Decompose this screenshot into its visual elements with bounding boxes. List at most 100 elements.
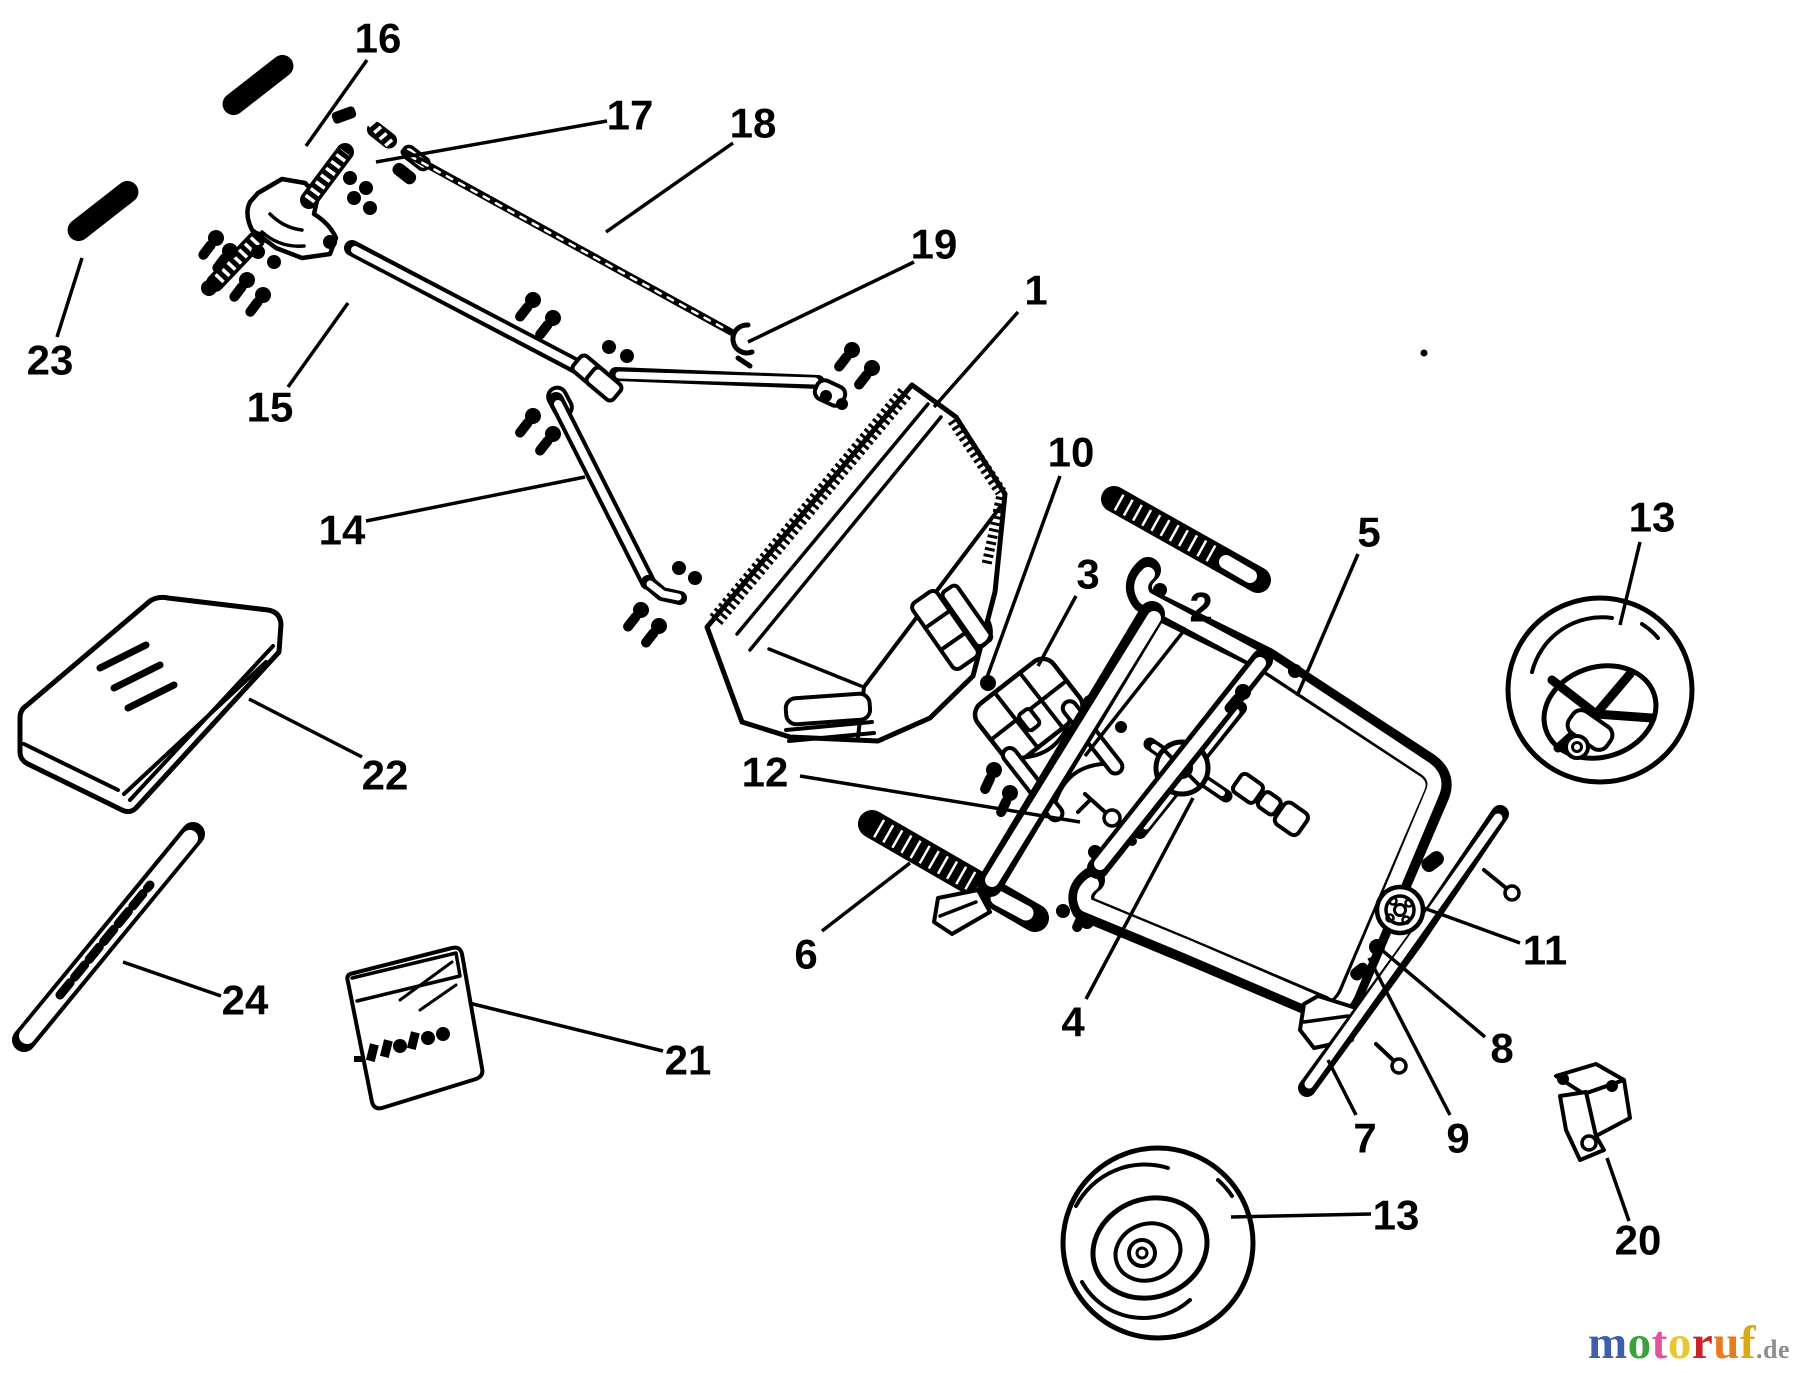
guard-blade-upper [1101,486,1271,593]
watermark-letter: u [1713,1317,1740,1369]
watermark-letter: t [1651,1317,1668,1369]
screw [829,338,864,376]
leader-line-13-right-wheel [1618,541,1642,626]
callout-13-front-wheel: 13 [1373,1192,1420,1239]
leader-line-21 [468,1001,664,1053]
screw [636,614,671,652]
watermark-letter: f [1739,1317,1756,1369]
control-rod [400,148,755,369]
hopper-handle-slot [783,691,873,727]
spacer [1350,962,1370,981]
leader-line-20 [1605,1157,1631,1222]
leader-line-16 [304,58,369,148]
callout-13-right-wheel: 13 [1629,494,1676,541]
callout-19: 19 [911,221,958,268]
callout-24: 24 [222,977,269,1024]
callout-23: 23 [27,337,74,384]
grip-left [67,180,139,242]
rod-hook [730,322,755,356]
callout-16: 16 [355,15,402,62]
screw [991,782,1021,820]
callout-3: 3 [1076,551,1099,598]
grip-top [222,54,294,116]
leader-line-18 [604,141,735,234]
leader-line-15 [286,301,350,389]
hopper-rim-hatch [707,387,912,628]
cover-hatch-marks [96,641,178,712]
leader-line-9 [1367,957,1452,1116]
screw [975,759,1005,797]
leader-line-23 [55,257,84,338]
watermark-letter: r [1691,1317,1714,1369]
wheel-front [1060,1145,1256,1341]
leader-line-10 [984,475,1062,681]
spring-upper [300,143,354,209]
screw [510,288,545,326]
leader-line-1 [932,310,1020,409]
upper-handle-tube [546,385,687,605]
callout-4: 4 [1061,999,1085,1046]
leader-line-4 [1084,797,1195,1000]
handle-grips [67,54,294,242]
callout-6: 6 [794,931,817,978]
cover [17,594,284,815]
watermark-letter: m [1588,1317,1628,1369]
leader-line-7 [1326,1059,1358,1116]
hex-nuts [602,340,702,585]
leader-line-24 [122,960,222,998]
decal-strip [12,822,205,1052]
callout-5: 5 [1357,509,1380,556]
callout-21: 21 [665,1037,712,1084]
hex-nut [1369,939,1385,955]
watermark-letter: o [1627,1317,1652,1369]
callout-12: 12 [742,749,789,796]
leader-line-11 [1420,905,1521,945]
screw [618,598,653,636]
leader-line-5 [1295,553,1360,697]
sprocket [1350,851,1444,981]
lower-handle-tube [344,240,624,403]
callout-15: 15 [247,384,294,431]
callout-11: 11 [1523,927,1567,974]
watermark-suffix: .de [1756,1335,1790,1364]
callout-17: 17 [607,92,654,139]
caster-bracket [1554,1062,1632,1162]
support-tube [1298,805,1521,1097]
bag-print [354,1027,450,1062]
screw [510,404,545,442]
hex-nuts [251,171,377,269]
leader-line-19 [747,260,915,344]
screw [849,356,884,394]
leader-line-2 [1083,626,1188,758]
callout-22: 22 [362,752,409,799]
callout-14: 14 [319,507,366,554]
callout-20: 20 [1615,1217,1662,1264]
guard-blade-lower [858,810,1049,932]
spring-left [201,231,265,296]
callout-18: 18 [730,100,777,147]
handle-hardware [510,288,884,652]
watermark-logo[interactable]: motoruf.de [1588,1320,1790,1367]
hopper-gate [910,583,994,672]
callout-7: 7 [1353,1115,1376,1162]
callout-2: 2 [1189,584,1212,631]
leader-line-17 [375,119,608,164]
screw [530,422,565,460]
cotter-clip [1076,792,1122,828]
watermark-letters: motoruf [1588,1317,1756,1369]
frame-foot-left [932,888,992,936]
frame-bolts [1056,583,1302,918]
hopper [704,382,1008,744]
callout-8: 8 [1490,1025,1513,1072]
leader-line-22 [248,697,363,759]
frame [932,557,1452,1050]
leader-line-14 [365,475,586,523]
callout-9: 9 [1446,1115,1469,1162]
hardware-bag [345,945,485,1111]
leader-line-3 [1036,595,1078,667]
leader-line-13-front-wheel [1230,1212,1372,1219]
callout-10: 10 [1048,429,1095,476]
